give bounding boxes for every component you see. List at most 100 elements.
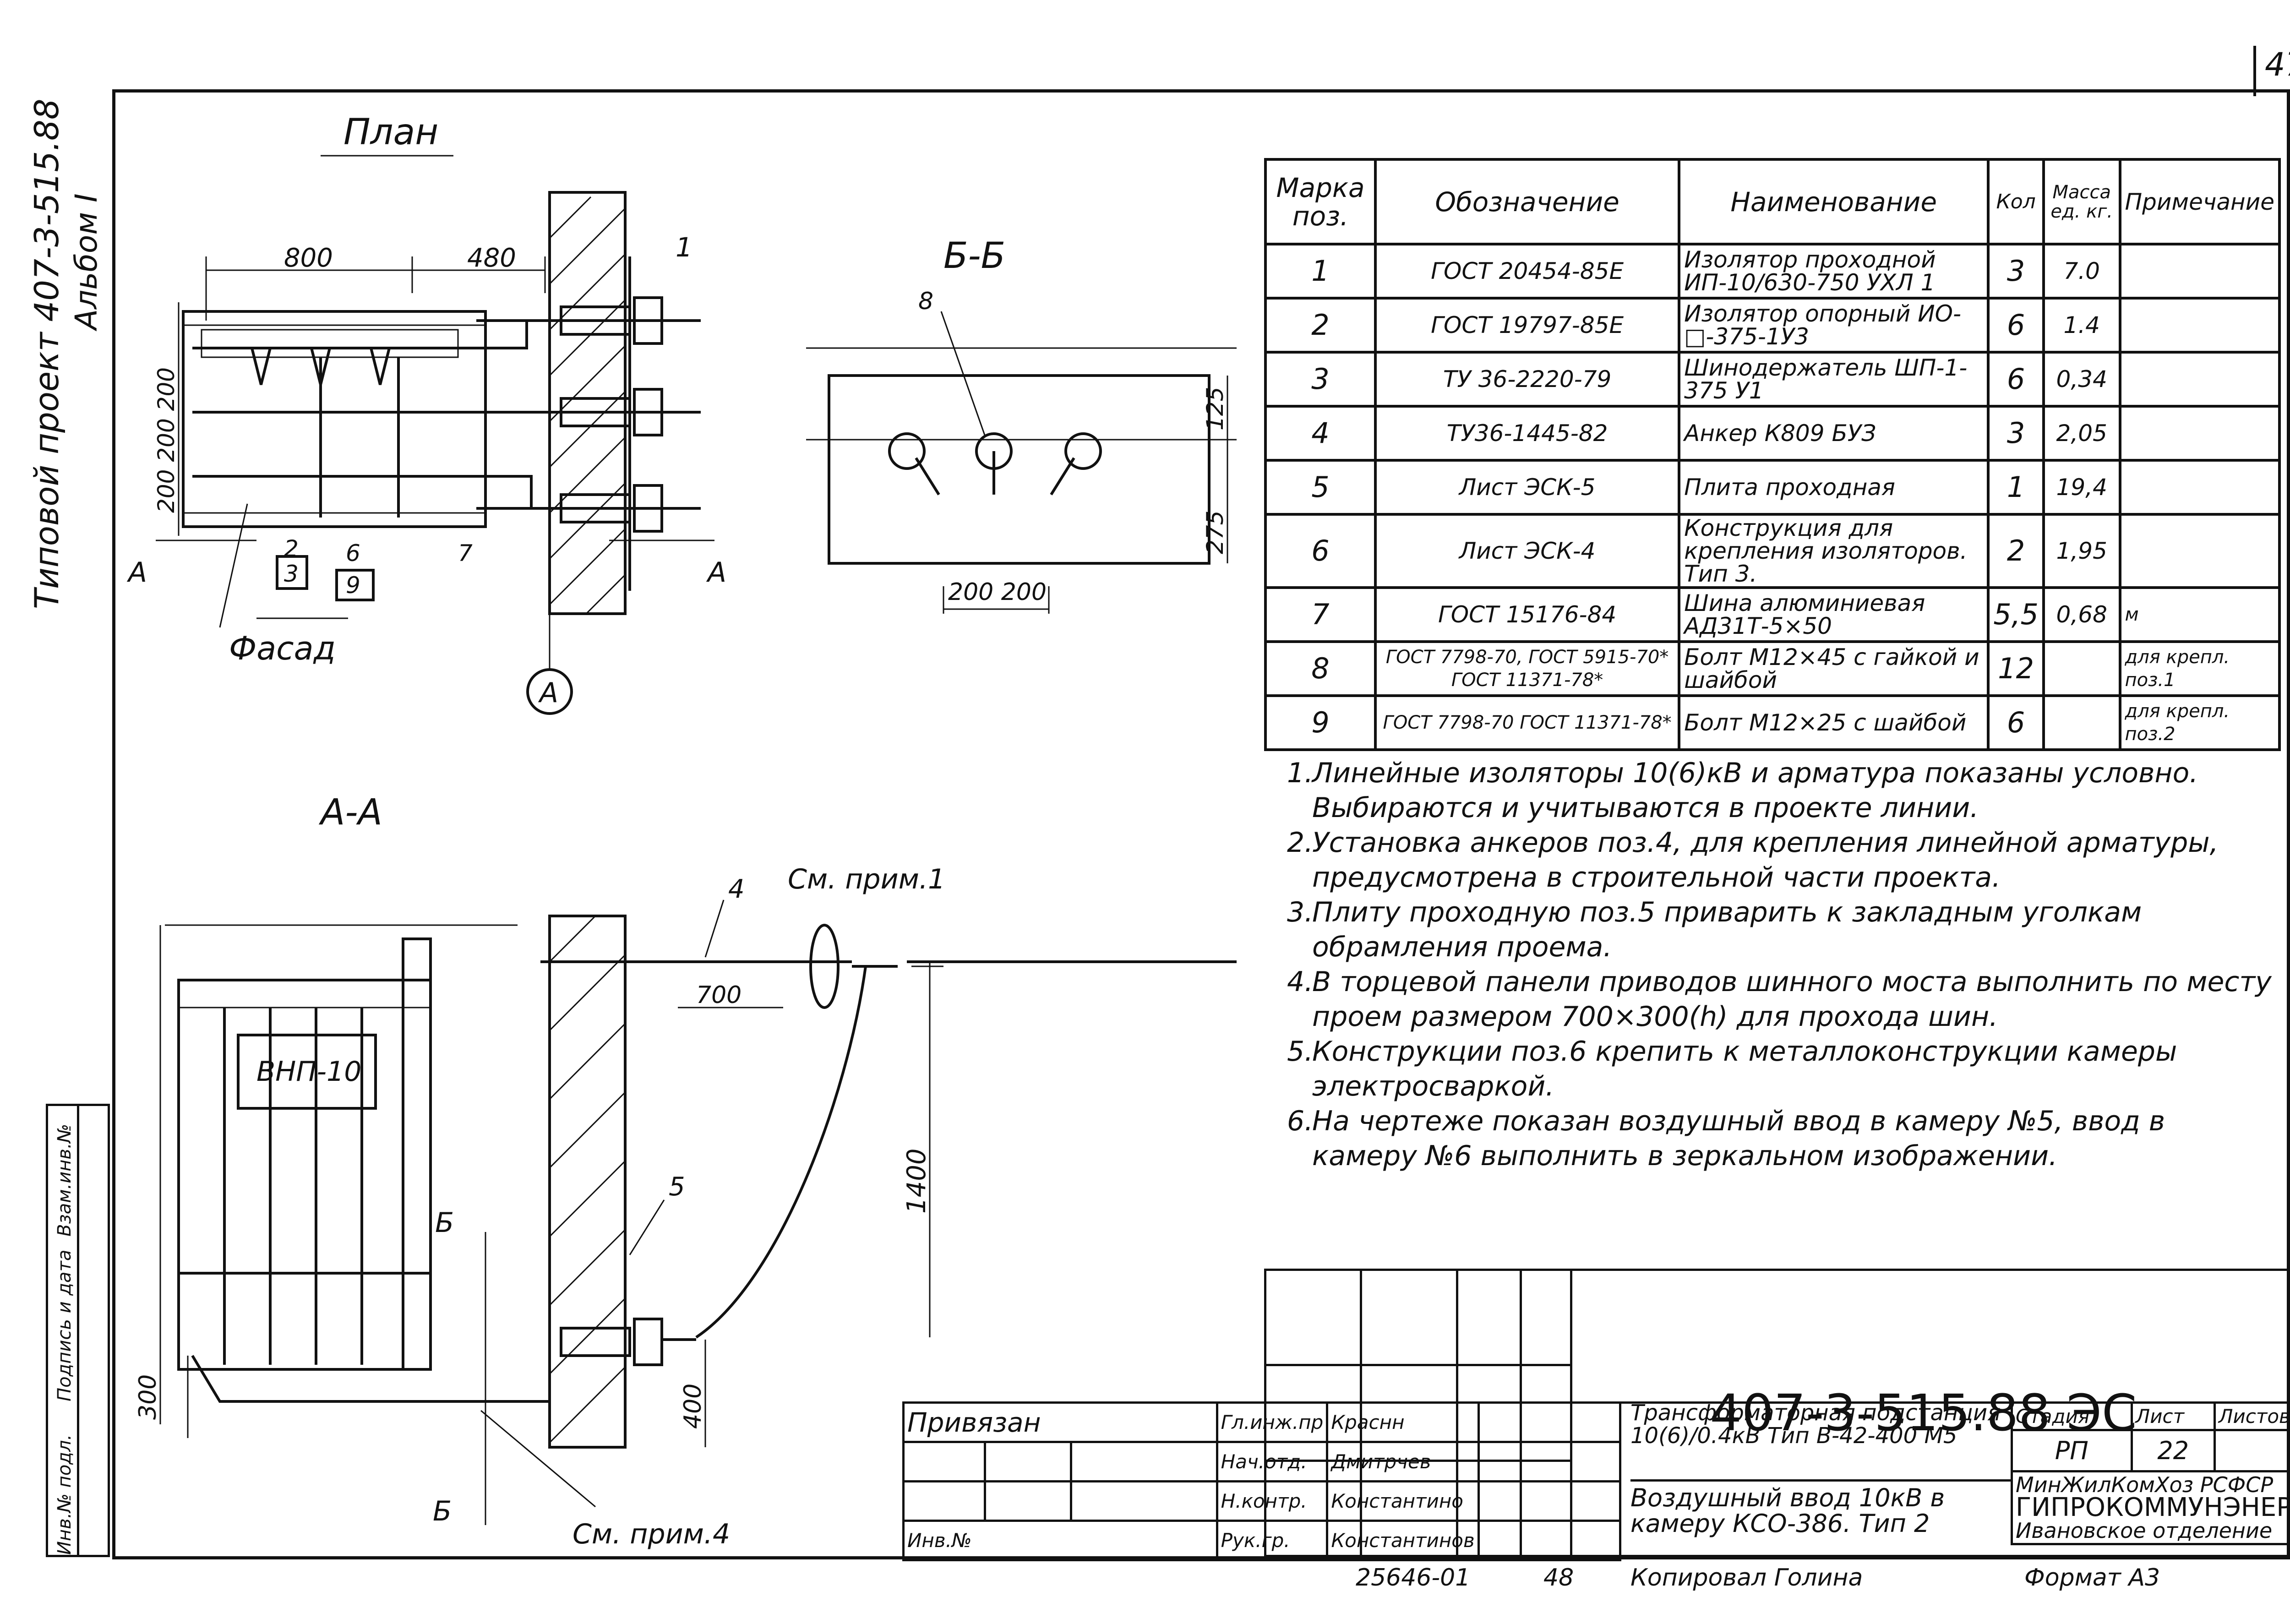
spec-name: Изолятор опорный ИО-□-375-1У3 [1678,297,1990,354]
spec-mass [2042,640,2121,697]
spec-name: Изолятор проходной ИП-10/630-750 УХЛ 1 [1678,243,1990,300]
spec-mass: 1,95 [2042,513,2121,589]
inv-no-label: Инв.№ [902,1520,1218,1561]
spec-note: м [2118,586,2281,643]
spec-pos: 3 [1264,351,1377,408]
cut-a-right: А [706,556,726,589]
title-main: Трансформаторная подстанция 10(6)/0.4кВ … [1630,1400,2001,1449]
callout-8: 8 [918,288,933,315]
note-text: Линейные изоляторы 10(6)кВ и арматура по… [1312,757,2198,824]
spec-pos: 6 [1264,513,1377,589]
plan-view [156,155,714,715]
title-block-signatures: Привязан Гл.инж.пр Краснн Нач.отд. Дмитр… [902,1401,1622,1561]
name-3: Константино [1326,1480,1480,1522]
spec-qty: 12 [1987,640,2045,697]
spec-note [2118,297,2281,354]
note-text: Плиту проходную поз.5 приварить к заклад… [1312,896,2142,963]
role-3: Н.контр. [1216,1480,1329,1522]
spec-pos: 1 [1264,243,1377,300]
cut-a-left: А [126,556,147,589]
name-1: Краснн [1326,1401,1480,1443]
dim-400: 400 [679,1384,707,1429]
note-item: 5.Конструкции поз.6 крепить к металлокон… [1287,1034,2276,1104]
spec-note [2118,459,2281,516]
spec-name: Анкер К809 БУЗ [1678,405,1990,462]
name-4: Константинов [1326,1520,1480,1561]
role-1: Гл.инж.пр [1216,1401,1329,1443]
cut-b-top: Б [435,1207,454,1239]
title-sheet: Воздушный ввод 10кВ в камеру КСО-386. Ти… [1630,1479,2011,1537]
spec-name: Болт М12×25 с шайбой [1678,694,1990,751]
spec-note [2118,513,2281,589]
spec-mass: 7.0 [2042,243,2121,300]
spec-designation: ГОСТ 7798-70 ГОСТ 11371-78* [1374,694,1681,751]
note-text: В торцевой панели приводов шинного моста… [1312,966,2272,1033]
spec-note: для крепл. поз.2 [2118,694,2281,751]
dim-300: 300 [134,1374,162,1420]
spec-qty: 3 [1987,405,2045,462]
note-number: 6. [1287,1105,1314,1137]
spec-mass: 1.4 [2042,297,2121,354]
callout-7: 7 [458,540,473,567]
spec-name: Шинодержатель ШП-1-375 У1 [1678,351,1990,408]
spec-designation: ГОСТ 7798-70, ГОСТ 5915-70* ГОСТ 11371-7… [1374,640,1681,697]
bottom-sheet: 48 [1543,1564,1574,1591]
callout-3: 3 [284,561,299,587]
spec-qty: 6 [1987,694,2045,751]
facade-label: Фасад [229,630,336,667]
spec-mass: 0,34 [2042,351,2121,408]
note-item: 1.Линейные изоляторы 10(6)кВ и арматура … [1287,756,2276,825]
spec-mass [2042,694,2121,751]
sheet-number-top: 47 [2265,46,2290,83]
spec-name: Болт М12×45 с гайкой и шайбой [1678,640,1990,697]
section-a-a [159,899,1237,1525]
spec-qty: 5,5 [1987,586,2045,643]
dim-700: 700 [696,981,742,1009]
ref-note-1: См. прим.1 [788,863,945,895]
spec-designation: ТУ 36-2220-79 [1374,351,1681,408]
col-note: Примечание [2118,158,2281,245]
specification-table: Марка поз. Обозначение Наименование Кол … [1264,158,2281,751]
sheets-label: Листов [2213,1401,2290,1431]
privyazan-label: Привязан [902,1401,1218,1443]
ref-note-4: См. прим.4 [572,1518,730,1550]
note-text: Конструкции поз.6 крепить к металлоконст… [1312,1035,2177,1102]
note-item: 6.На чертеже показан воздушный ввод в ка… [1287,1104,2276,1173]
note-item: 4.В торцевой панели приводов шинного мос… [1287,965,2276,1034]
name-2: Дмитрчев [1326,1441,1480,1482]
stamp-inv-podl: Инв.№ подл. [54,1434,75,1555]
title-block-stage: Стадия Лист Листов РП 22 МинЖилКомХоз РС… [2010,1401,2290,1545]
spec-pos: 7 [1264,586,1377,643]
stage-value: РП [2011,1429,2133,1472]
dim-200-200-200: 200 200 200 [153,367,180,513]
device-label: ВНП-10 [256,1056,361,1088]
stamp-vzam-inv: Взам.инв.№ [54,1123,75,1237]
spec-header-row: Марка поз. Обозначение Наименование Кол … [1264,158,2281,245]
spec-mass: 19,4 [2042,459,2121,516]
top-tick [2253,46,2256,96]
spec-name: Шина алюминиевая АД31Т-5×50 [1678,586,1990,643]
col-qty: Кол [1987,158,2045,245]
spec-note [2118,351,2281,408]
b-b-title: Б-Б [943,235,1005,277]
spec-pos: 4 [1264,405,1377,462]
note-number: 1. [1287,757,1314,789]
spec-qty: 3 [1987,243,2045,300]
spec-mass: 2,05 [2042,405,2121,462]
spec-mass: 0,68 [2042,586,2121,643]
dim-800: 800 [284,243,333,273]
dim-125: 125 [1202,387,1228,431]
callout-4: 4 [728,874,745,904]
plan-title: План [344,112,438,153]
callout-6: 6 [346,540,360,567]
note-item: 3.Плиту проходную поз.5 приварить к закл… [1287,895,2276,965]
sheet-label: Лист [2130,1401,2216,1431]
note-number: 5. [1287,1035,1314,1068]
axis-a-label: А [538,677,558,709]
sheet-value: 22 [2130,1429,2216,1472]
